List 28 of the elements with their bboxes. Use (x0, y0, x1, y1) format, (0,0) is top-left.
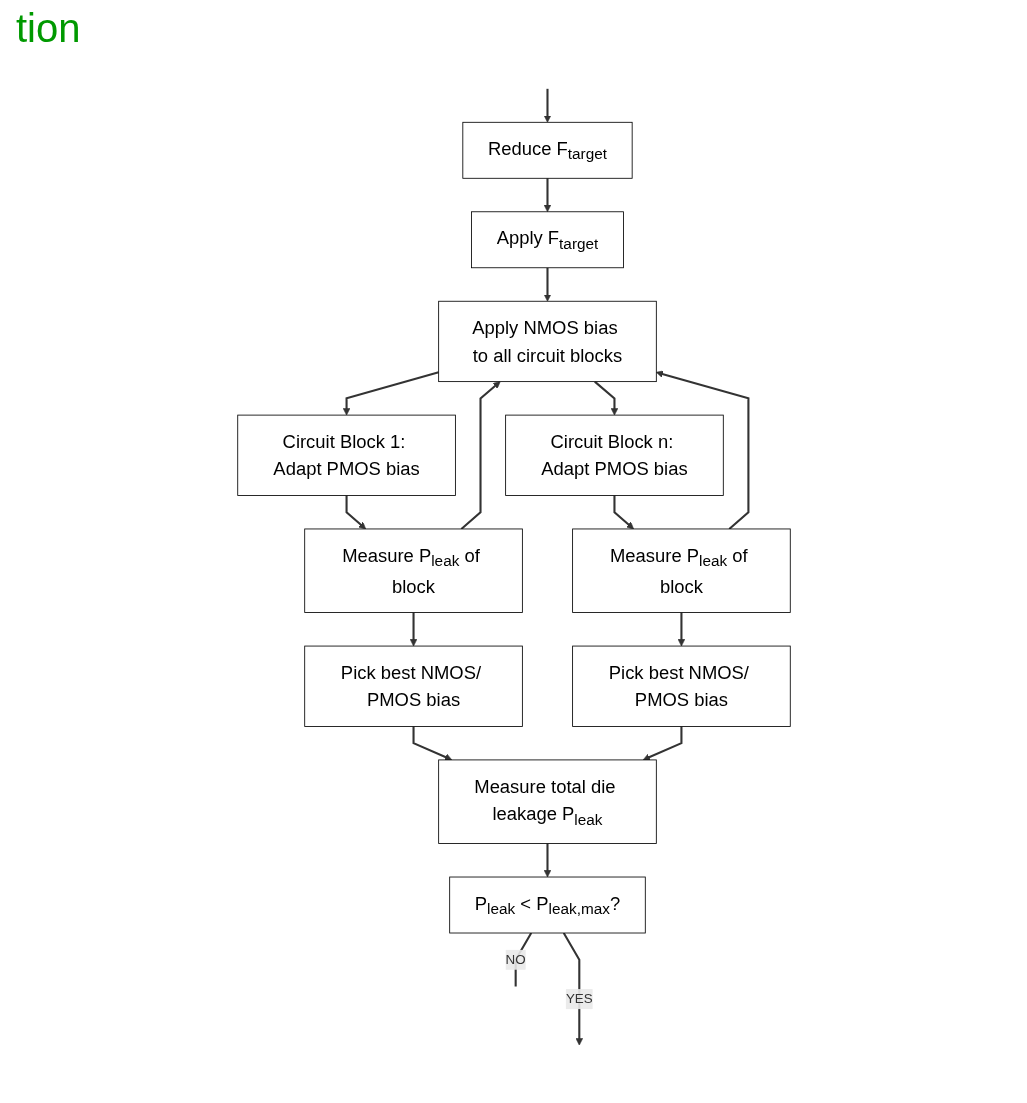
node-box: P$_{leak}$ < P$_{leak,max}$? (448, 876, 646, 934)
node-box: Pick best NMOS/ PMOS bias (571, 645, 791, 727)
arrow (642, 726, 682, 761)
node-box: Circuit Block 1: Adapt PMOS bias (236, 414, 456, 496)
node-box: Pick best NMOS/ PMOS bias (303, 645, 523, 727)
arrow (543, 178, 551, 213)
node-box: Measure P$_{leak}$ of block (303, 528, 523, 613)
arrow (342, 371, 439, 416)
arrow (543, 88, 551, 123)
node-box: Measure total die leakage P$_{leak}$ (437, 759, 657, 844)
arrow (345, 495, 366, 530)
node-box: Apply F$_{target}$ (470, 211, 624, 269)
node-box: Circuit Block n: Adapt PMOS bias (504, 414, 724, 496)
edge-label: YES (565, 991, 593, 1006)
arrow (593, 380, 618, 416)
edge-label: NO (505, 952, 526, 967)
slide-title-fragment: tion (16, 6, 81, 50)
arrow (409, 612, 417, 647)
arrow (543, 267, 551, 302)
arrow (543, 843, 551, 878)
arrow (460, 381, 501, 530)
node-box: Apply NMOS bias to all circuit blocks (437, 300, 657, 383)
arrow (655, 370, 749, 530)
arrow (677, 612, 685, 647)
node-box: Reduce F$_{target}$ (461, 121, 633, 179)
arrow (412, 726, 452, 761)
arrow (612, 495, 634, 530)
node-box: Measure P$_{leak}$ of block (571, 528, 791, 613)
